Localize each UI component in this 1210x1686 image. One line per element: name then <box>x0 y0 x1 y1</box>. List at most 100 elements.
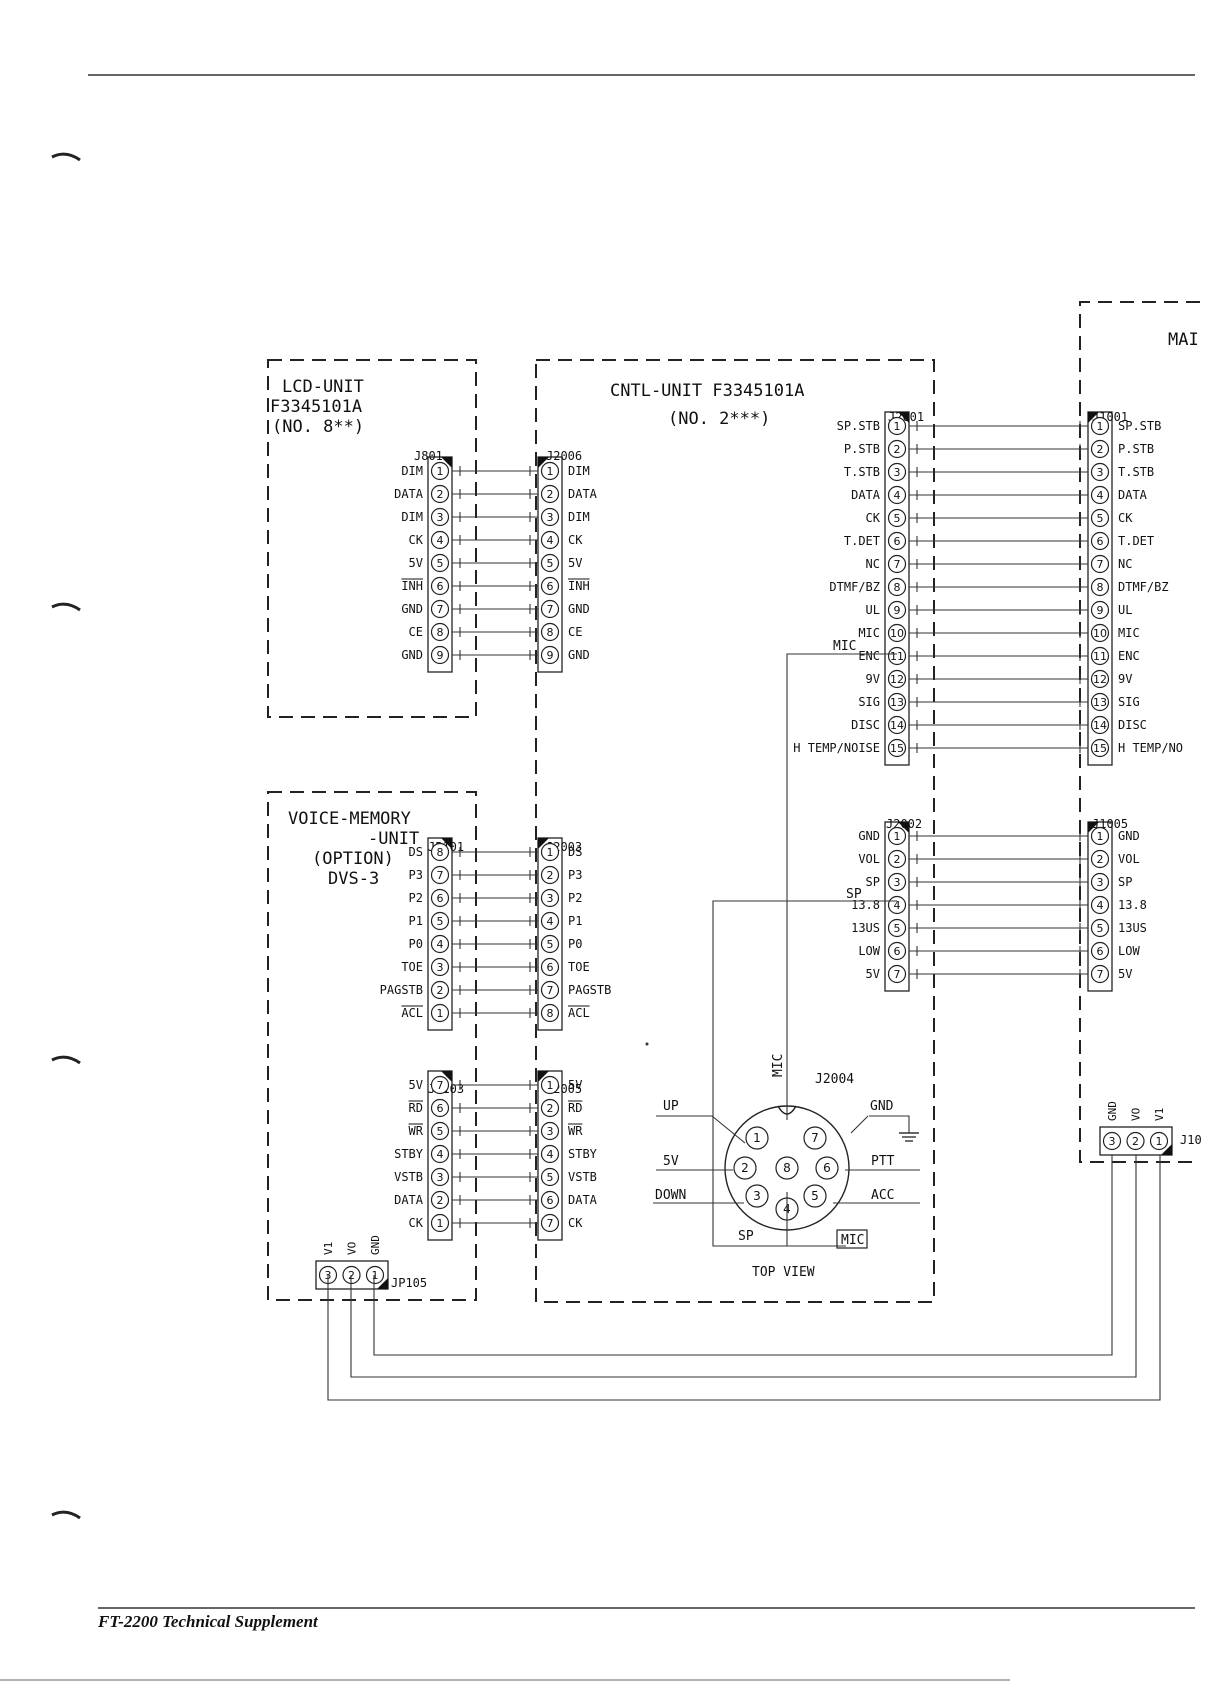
pin-label: GND <box>1106 1101 1119 1121</box>
pin-label: INH <box>568 579 590 593</box>
mic-jack-top-view: TOP VIEW <box>752 1265 815 1280</box>
pin-label: DATA <box>568 1193 598 1207</box>
pin-label: P1 <box>568 914 582 928</box>
pin-number: 2 <box>437 984 444 997</box>
mic-pin-circle <box>815 1156 839 1180</box>
pin-label: VOL <box>1118 852 1140 866</box>
pin-label: CE <box>568 625 582 639</box>
pin-circle <box>540 1167 560 1187</box>
pin-label: DIM <box>568 510 590 524</box>
pin-circle <box>540 576 560 596</box>
pin-circle <box>1090 738 1110 758</box>
mic-pin-circle <box>733 1156 757 1180</box>
pin-label: WR <box>409 1124 424 1138</box>
pin-label: NC <box>866 557 880 571</box>
pin-label: RD <box>568 1101 582 1115</box>
pin-circle <box>887 692 907 712</box>
pin-number: 8 <box>547 1007 554 1020</box>
pin-circle <box>540 599 560 619</box>
pin-circle <box>1090 849 1110 869</box>
pin-label: PAGSTB <box>568 983 611 997</box>
pin-label: SP.STB <box>837 419 880 433</box>
pin-number: 1 <box>894 830 901 843</box>
pin-number: 14 <box>1093 719 1107 732</box>
pin-number: 1 <box>547 1079 554 1092</box>
pin-number: 2 <box>1132 1135 1139 1148</box>
pin-number: 4 <box>894 899 901 912</box>
mic-wire-label-up: UP <box>663 1099 679 1114</box>
pin-number: 1 <box>1097 420 1104 433</box>
pin-circle <box>430 1003 450 1023</box>
pin-label: 5V <box>409 1078 423 1092</box>
pin-label: 5V <box>409 556 423 570</box>
pin-circle <box>540 1075 560 1095</box>
pin-circle <box>430 957 450 977</box>
pin-label: VO <box>1130 1108 1143 1121</box>
pin-number: 4 <box>1097 489 1104 502</box>
pin-label: STBY <box>394 1147 424 1161</box>
pin-number: 8 <box>1097 581 1104 594</box>
pin-label: DATA <box>568 487 598 501</box>
voice-unit-title: VOICE-MEMORY <box>288 809 411 829</box>
pin-number: 6 <box>437 892 444 905</box>
pin-circle <box>540 1003 560 1023</box>
pin-number: 6 <box>437 1102 444 1115</box>
pin-number: 3 <box>1097 876 1104 889</box>
pin-label: P0 <box>409 937 423 951</box>
mic-box <box>836 1229 868 1249</box>
pin-number: 1 <box>437 465 444 478</box>
pin-circle <box>1090 623 1110 643</box>
mic-pin-number: 1 <box>753 1131 761 1145</box>
mic-pin-circle <box>775 1156 799 1180</box>
mic-pin-circle <box>745 1126 769 1150</box>
pin-number: 6 <box>894 945 901 958</box>
pin-circle <box>1090 531 1110 551</box>
pin-circle <box>430 1098 450 1118</box>
pin-label: 13.8 <box>1118 898 1147 912</box>
pin-label: DATA <box>851 488 881 502</box>
pin-label: DIM <box>568 464 590 478</box>
pin-number: 4 <box>547 915 554 928</box>
mic-wire-label-5v: 5V <box>663 1154 679 1169</box>
pin-circle <box>887 531 907 551</box>
pin-number: 5 <box>1097 512 1104 525</box>
pin-label: DIM <box>401 464 423 478</box>
mic-pin-number: 7 <box>811 1131 819 1145</box>
connector-body <box>427 837 453 1031</box>
pin-circle <box>1090 439 1110 459</box>
connector-jp101: JP1018DS7P36P25P14P03TOE2PAGSTB1ACL <box>380 837 464 1031</box>
pin-circle <box>540 1190 560 1210</box>
pin-number: 9 <box>1097 604 1104 617</box>
pin-label: SP.STB <box>1118 419 1161 433</box>
pin-number: 2 <box>547 488 554 501</box>
pin-label: DIM <box>401 510 423 524</box>
pin-label: GND <box>568 602 590 616</box>
pin-label: 9V <box>1118 672 1132 686</box>
pin-label: SIG <box>1118 695 1140 709</box>
pin-label: INH <box>401 579 423 593</box>
connector-name: J2006 <box>546 449 582 463</box>
pin-circle <box>887 439 907 459</box>
pin-label: SP <box>866 875 880 889</box>
pin-circle <box>430 1075 450 1095</box>
pin-label: ACL <box>401 1006 423 1020</box>
pin-label: SIG <box>858 695 880 709</box>
pin-label: T.DET <box>1118 534 1154 548</box>
pin-label: DISC <box>1118 718 1147 732</box>
mic-pin-circle <box>803 1184 827 1208</box>
pin-circle <box>430 484 450 504</box>
pin-number: 12 <box>890 673 904 686</box>
pin-number: 11 <box>890 650 904 663</box>
voice-unit-subtitle: -UNIT <box>368 829 419 849</box>
pin-number: 4 <box>437 1148 444 1161</box>
pin-label: DS <box>568 845 582 859</box>
pin-number: 3 <box>547 511 554 524</box>
pin-label: P0 <box>568 937 582 951</box>
pin-label: GND <box>858 829 880 843</box>
